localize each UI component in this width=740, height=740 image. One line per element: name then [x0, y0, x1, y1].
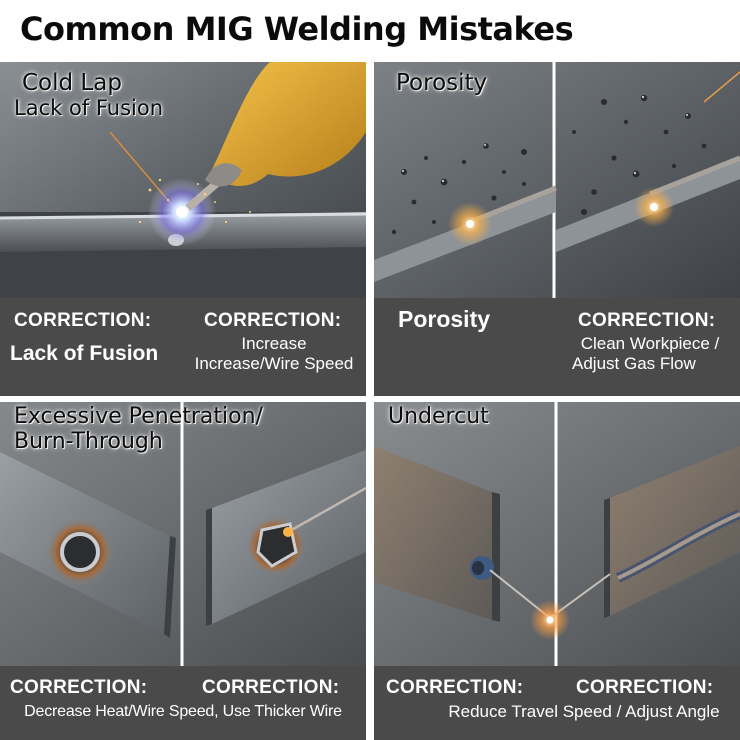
undercut-correction-bar [374, 666, 740, 740]
cold-lap-left-text: Lack of Fusion [10, 342, 159, 365]
undercut-illustration [374, 402, 740, 666]
cold-lap-title-line1: Cold Lap [22, 70, 122, 96]
burn-through-correction-label-right: CORRECTION: [202, 677, 340, 698]
burn-through-title-line1: Excessive Penetration/ [14, 404, 263, 429]
undercut-title: Undercut [388, 404, 489, 429]
burn-through-correction-label-left: CORRECTION: [10, 677, 148, 698]
porosity-right-line1: Clean Workpiece / [580, 334, 720, 353]
burn-through-title: Excessive Penetration/ Burn-Through [14, 404, 263, 455]
cold-lap-correction-label-right: CORRECTION: [204, 310, 342, 331]
porosity-photo: Porosity [374, 62, 740, 298]
cold-lap-right-line1: Increase [241, 334, 307, 353]
cold-lap-title: Cold Lap Lack of Fusion [14, 70, 163, 121]
burn-through-illustration [0, 402, 366, 666]
burn-through-correction-bar [0, 666, 366, 740]
burn-through-title-line2: Burn-Through [14, 429, 163, 455]
cold-lap-correction-label-left: CORRECTION: [14, 310, 152, 331]
undercut-text: Reduce Travel Speed / Adjust Angle [448, 702, 720, 721]
cold-lap-right-line2: Increase/Wire Speed [194, 354, 354, 374]
undercut-correction-label-left: CORRECTION: [386, 677, 524, 698]
porosity-left-text: Porosity [398, 306, 491, 332]
porosity-title: Porosity [396, 70, 488, 96]
burn-through-text: Decrease Heat/Wire Speed, Use Thicker Wi… [24, 703, 342, 720]
cold-lap-right-text: Increase Increase/Wire Speed [186, 334, 362, 375]
page-title: Common MIG Welding Mistakes [20, 10, 574, 48]
porosity-illustration [374, 62, 740, 298]
porosity-right-line2: Adjust Gas Flow [572, 354, 696, 374]
cold-lap-photo: Cold Lap Lack of Fusion [0, 62, 366, 298]
cold-lap-illustration [0, 62, 366, 298]
undercut-correction-label-right: CORRECTION: [576, 677, 714, 698]
porosity-correction-bar [374, 298, 740, 396]
horizontal-divider [0, 396, 740, 402]
porosity-right-text: Clean Workpiece / Adjust Gas Flow [562, 334, 738, 375]
porosity-correction-label-right: CORRECTION: [578, 310, 716, 331]
burn-through-photo: Excessive Penetration/ Burn-Through [0, 402, 366, 666]
cold-lap-title-line2: Lack of Fusion [14, 96, 164, 121]
undercut-photo: Undercut [374, 402, 740, 666]
cold-lap-correction-bar [0, 298, 366, 396]
